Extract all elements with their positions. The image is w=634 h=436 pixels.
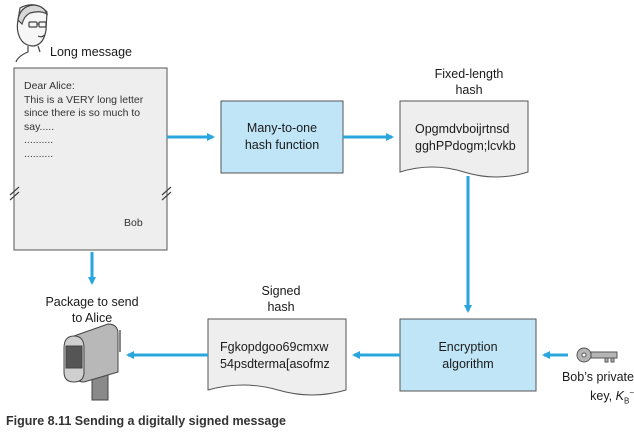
package-to-send-label: Package to send to Alice bbox=[45, 295, 139, 325]
mailbox-icon bbox=[63, 323, 121, 401]
letter-line: say..... bbox=[24, 120, 55, 133]
long-message-label: Long message bbox=[50, 45, 133, 59]
fixed-length-hash-label: Fixed-length hash bbox=[434, 67, 504, 97]
signed-hash-document bbox=[207, 318, 347, 396]
long-message-document bbox=[9, 67, 172, 251]
key-icon bbox=[576, 347, 618, 363]
letter-line: .......... bbox=[24, 134, 54, 146]
letter-signature: Bob bbox=[124, 217, 143, 229]
letter-line: Dear Alice: bbox=[24, 80, 75, 92]
bobs-private-key-label: Bob’s private key, KB− bbox=[561, 370, 634, 406]
letter-line: since there is so much to bbox=[24, 107, 141, 119]
hash-function-box bbox=[220, 100, 344, 174]
person-icon bbox=[15, 4, 49, 63]
hash-value-document bbox=[399, 100, 529, 178]
signed-hash-label: Signed hash bbox=[261, 284, 301, 314]
letter-line: .......... bbox=[24, 147, 54, 160]
encryption-text: Encryption algorithm bbox=[438, 340, 498, 371]
signed-hash-value-text: Fgkopdgoo69cmxw 54psdterma[asofmz bbox=[220, 340, 330, 371]
letter-body: Dear Alice: This is a VERY long letter s… bbox=[24, 80, 143, 161]
hash-value-text: Opgmdvboijrtnsd gghPPdogm;lcvkb bbox=[415, 122, 516, 153]
letter-line: This is a VERY long letter bbox=[24, 93, 144, 106]
figure-caption: Figure 8.11 Sending a digitally signed m… bbox=[6, 414, 286, 428]
hash-function-text: Many-to-one hash function bbox=[244, 121, 320, 152]
